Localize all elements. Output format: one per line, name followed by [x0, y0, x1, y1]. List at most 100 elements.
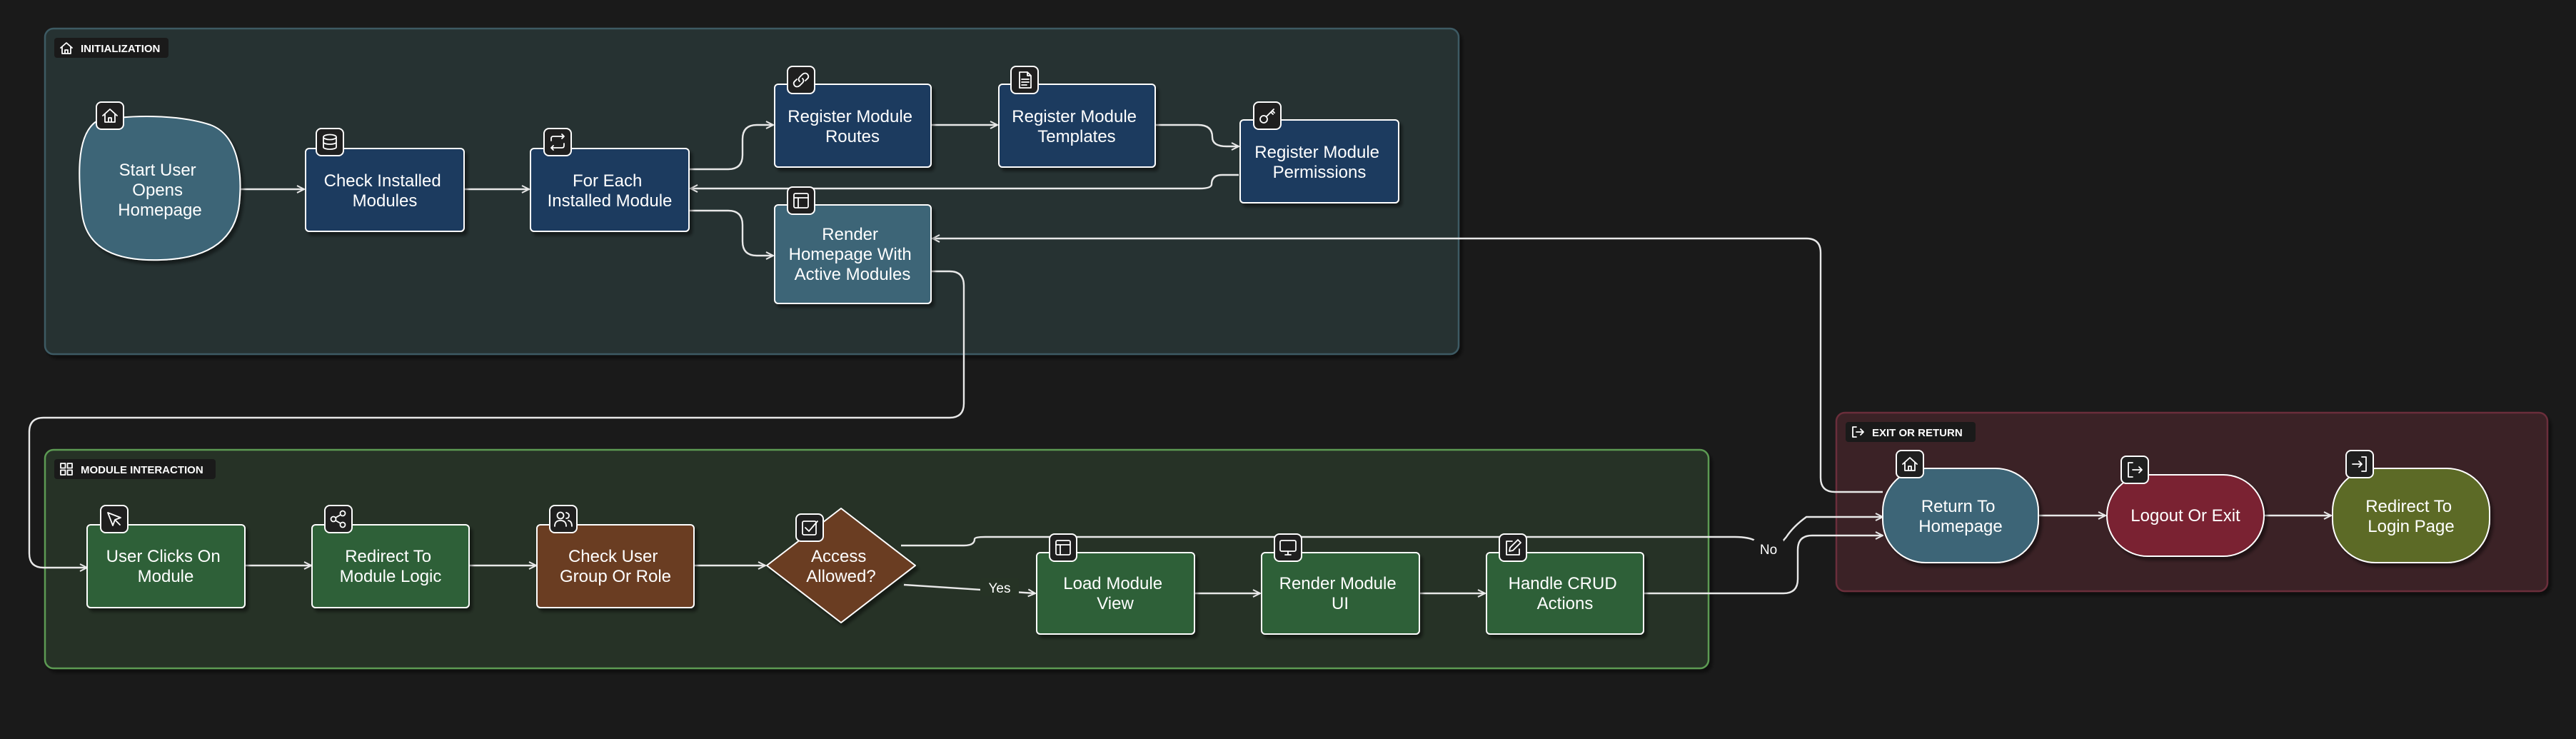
edge-label-yes-bg [980, 578, 1019, 596]
node-logout-shape [2106, 474, 2265, 557]
node-redirect-login-line-1: Redirect To [2365, 497, 2452, 516]
node-for-each-label: For Each Installed Module [548, 171, 673, 211]
node-render-homepage-label: Render Homepage With Active Modules [789, 225, 917, 284]
node-start-user-opens-homepage[interactable]: Start User Opens Homepage [79, 101, 241, 261]
node-render-ui-shape [1261, 552, 1420, 635]
node-register-permissions-shape [1239, 119, 1399, 203]
edge-label-yes: Yes [980, 578, 1019, 596]
node-check-group-shape [536, 524, 695, 608]
node-load-module-view[interactable]: Load Module View [1036, 533, 1195, 635]
node-start-line-1: Start User [119, 161, 196, 180]
node-check-group-label: Check User Group Or Role [560, 547, 671, 586]
node-user-clicks-label: User Clicks On Module [106, 547, 226, 586]
node-start-shape [79, 116, 241, 261]
node-check-installed-modules[interactable]: Check Installed Modules [305, 128, 465, 232]
node-register-routes-label: Register Module Routes [788, 107, 917, 146]
node-for-each-shape [530, 148, 690, 232]
node-redirect-logic-line-2: Module Logic [340, 567, 442, 586]
node-handle-crud-actions[interactable]: Handle CRUD Actions [1486, 533, 1644, 635]
node-access-allowed-line-1: Access [811, 547, 866, 566]
edge-render-to-userclicks [28, 270, 965, 568]
node-return-home-shape [1882, 468, 2039, 563]
edge-templates-to-permissions [1155, 124, 1239, 146]
group-module-interaction-title: MODULE INTERACTION [81, 464, 203, 476]
loop-icon [543, 128, 572, 156]
edge-label-yes-text: Yes [989, 581, 1011, 596]
node-render-ui-label: Render Module UI [1279, 574, 1402, 613]
node-redirect-login-label: Redirect To Login Page [2365, 497, 2457, 536]
node-redirect-to-login-page[interactable]: Redirect To Login Page [2332, 450, 2490, 563]
group-initialization-title: INITIALIZATION [81, 43, 160, 55]
node-logout-or-exit[interactable]: Logout Or Exit [2106, 456, 2265, 557]
cursor-icon [100, 505, 129, 533]
exit-icon [1852, 426, 1864, 438]
logout-icon [2120, 456, 2149, 484]
edge-permissions-to-foreach [690, 174, 1239, 188]
link-icon [787, 66, 815, 94]
node-register-module-routes[interactable]: Register Module Routes [774, 66, 932, 168]
home-icon [1896, 450, 1924, 478]
node-register-module-permissions[interactable]: Register Module Permissions [1239, 101, 1399, 203]
edge-access-no-to-return [901, 517, 1883, 549]
edit-icon [1499, 533, 1527, 562]
node-render-ui-line-1: Render Module [1279, 574, 1397, 593]
node-return-to-homepage[interactable]: Return To Homepage [1882, 450, 2039, 563]
node-redirect-to-module-logic[interactable]: Redirect To Module Logic [311, 505, 470, 608]
node-check-installed-line-2: Modules [353, 191, 418, 211]
node-render-homepage-with-active-modules[interactable]: Render Homepage With Active Modules [774, 186, 932, 304]
node-handle-crud-line-1: Handle CRUD [1509, 574, 1617, 593]
edge-foreach-to-render [689, 209, 773, 256]
node-for-each-line-2: Installed Module [548, 191, 673, 211]
layout-icon [1049, 533, 1077, 562]
node-user-clicks-on-module[interactable]: User Clicks On Module [86, 505, 246, 608]
node-redirect-logic-line-1: Redirect To [345, 547, 431, 566]
node-render-homepage-shape [774, 204, 932, 304]
node-access-allowed-label: Access Allowed? [806, 547, 875, 586]
node-redirect-login-shape [2332, 468, 2490, 563]
checkbox-icon [795, 513, 824, 542]
node-register-templates-line-2: Templates [1037, 127, 1115, 146]
edge-label-no-bg [1754, 539, 1783, 558]
node-register-permissions-line-1: Register Module [1254, 143, 1379, 162]
node-register-module-templates[interactable]: Register Module Templates [998, 66, 1156, 168]
node-user-clicks-line-2: Module [138, 567, 194, 586]
node-register-permissions-label: Register Module Permissions [1254, 143, 1384, 182]
node-load-view-shape [1036, 552, 1195, 635]
node-handle-crud-shape [1486, 552, 1644, 635]
node-handle-crud-label: Handle CRUD Actions [1509, 574, 1622, 613]
file-icon [1010, 66, 1039, 94]
edge-label-no: No [1754, 539, 1783, 558]
node-register-templates-line-1: Register Module [1012, 107, 1137, 126]
home-icon [60, 42, 73, 54]
node-access-allowed-decision[interactable]: Access Allowed? [766, 508, 916, 623]
node-for-each-installed-module[interactable]: For Each Installed Module [530, 128, 690, 232]
node-return-home-label: Return To Homepage [1918, 497, 2002, 536]
node-register-routes-line-1: Register Module [788, 107, 912, 126]
node-start-label: Start User Opens Homepage [118, 161, 201, 220]
node-for-each-line-1: For Each [573, 171, 642, 191]
node-check-installed-shape [305, 148, 465, 232]
node-render-module-ui[interactable]: Render Module UI [1261, 533, 1420, 635]
node-register-templates-label: Register Module Templates [1012, 107, 1141, 146]
edge-crud-to-return [1644, 536, 1883, 595]
node-logout-label: Logout Or Exit [2130, 506, 2240, 526]
edge-label-no-text: No [1760, 543, 1777, 558]
node-logout-line-1: Logout Or Exit [2130, 506, 2240, 526]
home-icon [96, 101, 124, 130]
grid-icon [60, 463, 73, 476]
node-register-routes-shape [774, 84, 932, 168]
node-load-view-line-1: Load Module [1063, 574, 1162, 593]
group-exit-or-return-badge [1846, 422, 1976, 442]
node-redirect-login-line-2: Login Page [2368, 517, 2454, 536]
node-check-user-group-or-role[interactable]: Check User Group Or Role [536, 505, 695, 608]
node-render-ui-line-2: UI [1332, 594, 1349, 613]
node-check-installed-line-1: Check Installed [324, 171, 441, 191]
share-icon [324, 505, 353, 533]
node-load-view-label: Load Module View [1063, 574, 1167, 613]
node-check-group-line-1: Check User [568, 547, 658, 566]
edges [28, 124, 2331, 595]
database-icon [316, 128, 344, 156]
node-render-homepage-line-3: Active Modules [795, 265, 911, 284]
node-register-routes-line-2: Routes [825, 127, 880, 146]
group-initialization-badge [54, 38, 168, 58]
